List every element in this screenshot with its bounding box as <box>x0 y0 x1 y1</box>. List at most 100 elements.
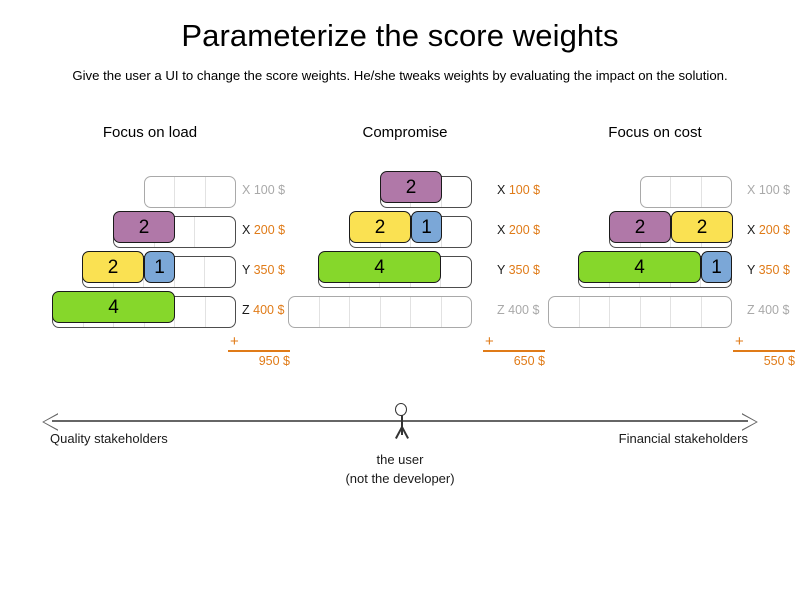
axis-label-financial: Financial stakeholders <box>618 431 748 446</box>
sum-plus-sign: + <box>735 333 744 350</box>
weight-segment[interactable]: 1 <box>701 251 732 283</box>
weight-segment-value: 2 <box>138 216 150 238</box>
weight-segment[interactable]: 4 <box>318 251 441 283</box>
weight-segment[interactable]: 2 <box>113 211 175 243</box>
weight-slider-track[interactable] <box>640 176 732 208</box>
slider-cell[interactable] <box>381 297 411 327</box>
row-label-key: Z <box>242 303 250 317</box>
weight-segment[interactable]: 4 <box>52 291 175 323</box>
row-label-key: Y <box>747 263 756 277</box>
weight-segment-value: 2 <box>696 216 708 238</box>
weight-segment[interactable]: 2 <box>82 251 144 283</box>
weight-segment-value: 2 <box>405 176 417 198</box>
slider-cell[interactable] <box>442 217 472 247</box>
slider-cell[interactable] <box>641 177 672 207</box>
row-label-amount: 400 $ <box>253 303 285 317</box>
slider-cell[interactable] <box>702 177 731 207</box>
row-label-key: Y <box>242 263 251 277</box>
axis-arrow-right-icon <box>742 413 758 431</box>
sum-total: 650 $ <box>513 354 545 368</box>
axis-arrow-left-icon <box>42 413 58 431</box>
row-label-amount: 350 $ <box>758 263 790 277</box>
slider-cell[interactable] <box>671 177 702 207</box>
row-label-amount: 100 $ <box>508 183 541 197</box>
row-label: Z 400 $ <box>497 303 539 317</box>
slider-cell[interactable] <box>549 297 580 327</box>
slider-cell[interactable] <box>206 177 235 207</box>
slider-cell[interactable] <box>350 297 381 327</box>
row-label: X 100 $ <box>747 183 790 197</box>
weight-slider-track[interactable] <box>288 296 472 328</box>
row-label: X 200 $ <box>497 223 540 237</box>
slider-cell[interactable] <box>155 217 196 247</box>
sum-rule <box>483 350 545 352</box>
slider-cell[interactable] <box>175 297 206 327</box>
row-label-key: Y <box>497 263 506 277</box>
stakeholder-axis: Quality stakeholders Financial stakehold… <box>0 395 800 505</box>
slider-cell[interactable] <box>206 297 236 327</box>
weight-slider-track[interactable] <box>548 296 732 328</box>
weight-row: X 100 $ <box>530 172 790 212</box>
slider-cell[interactable] <box>671 297 702 327</box>
sum-total: 550 $ <box>763 354 795 368</box>
sum-plus-sign: + <box>485 333 494 350</box>
row-label-key: X <box>497 223 506 237</box>
row-label: Y 350 $ <box>242 263 285 277</box>
weight-slider-track[interactable] <box>144 176 236 208</box>
slider-cell[interactable] <box>175 177 206 207</box>
weight-segment[interactable]: 2 <box>349 211 411 243</box>
row-label-amount: 200 $ <box>508 223 541 237</box>
slider-cell[interactable] <box>320 297 350 327</box>
user-stick-figure-icon: the user (not the developer) <box>345 395 455 486</box>
weight-segment[interactable]: 1 <box>144 251 175 283</box>
figure-body <box>401 415 403 435</box>
slider-cell[interactable] <box>175 257 206 287</box>
weight-segment-value: 1 <box>711 256 722 278</box>
slider-cell[interactable] <box>580 297 610 327</box>
weight-segment[interactable]: 1 <box>411 211 442 243</box>
row-label-amount: 350 $ <box>253 263 285 277</box>
weight-row: 4 Y 350 $ <box>280 251 540 292</box>
figure-caption-line2: (not the developer) <box>345 471 455 486</box>
row-label-key: X <box>747 223 756 237</box>
row-label-key: X <box>747 183 756 197</box>
row-label-amount: 400 $ <box>758 303 790 317</box>
weight-row: 2 X 100 $ <box>280 171 540 212</box>
slider-cell[interactable] <box>442 297 472 327</box>
slider-cell[interactable] <box>195 217 235 247</box>
slider-cell[interactable] <box>145 177 176 207</box>
row-label: Y 350 $ <box>497 263 540 277</box>
slider-cell[interactable] <box>442 177 471 207</box>
row-label: Y 350 $ <box>747 263 790 277</box>
weight-segment[interactable]: 2 <box>609 211 671 243</box>
row-label-amount: 400 $ <box>508 303 540 317</box>
figure-caption-line1: the user <box>376 452 424 467</box>
row-label-key: X <box>497 183 506 197</box>
slider-cell[interactable] <box>411 297 442 327</box>
row-label: X 100 $ <box>497 183 540 197</box>
slider-cell[interactable] <box>289 297 320 327</box>
row-label-amount: 100 $ <box>758 183 791 197</box>
row-label: Z 400 $ <box>242 303 284 317</box>
row-label-key: X <box>242 183 251 197</box>
row-label-amount: 100 $ <box>253 183 286 197</box>
row-label-amount: 350 $ <box>508 263 540 277</box>
weight-segment[interactable]: 2 <box>671 211 733 243</box>
slider-cell[interactable] <box>441 257 471 287</box>
axis-label-quality: Quality stakeholders <box>50 431 168 446</box>
weight-row: X 100 $ <box>25 172 285 212</box>
slider-cell[interactable] <box>610 297 641 327</box>
row-label-key: Z <box>497 303 505 317</box>
slider-cell[interactable] <box>205 257 235 287</box>
weight-segment-value: 2 <box>107 256 119 278</box>
weight-row: Z 400 $ <box>280 292 539 332</box>
slider-cell[interactable] <box>702 297 732 327</box>
weight-segment[interactable]: 2 <box>380 171 442 203</box>
weight-segment[interactable]: 4 <box>578 251 701 283</box>
row-label-key: X <box>242 223 251 237</box>
slider-cell[interactable] <box>641 297 671 327</box>
